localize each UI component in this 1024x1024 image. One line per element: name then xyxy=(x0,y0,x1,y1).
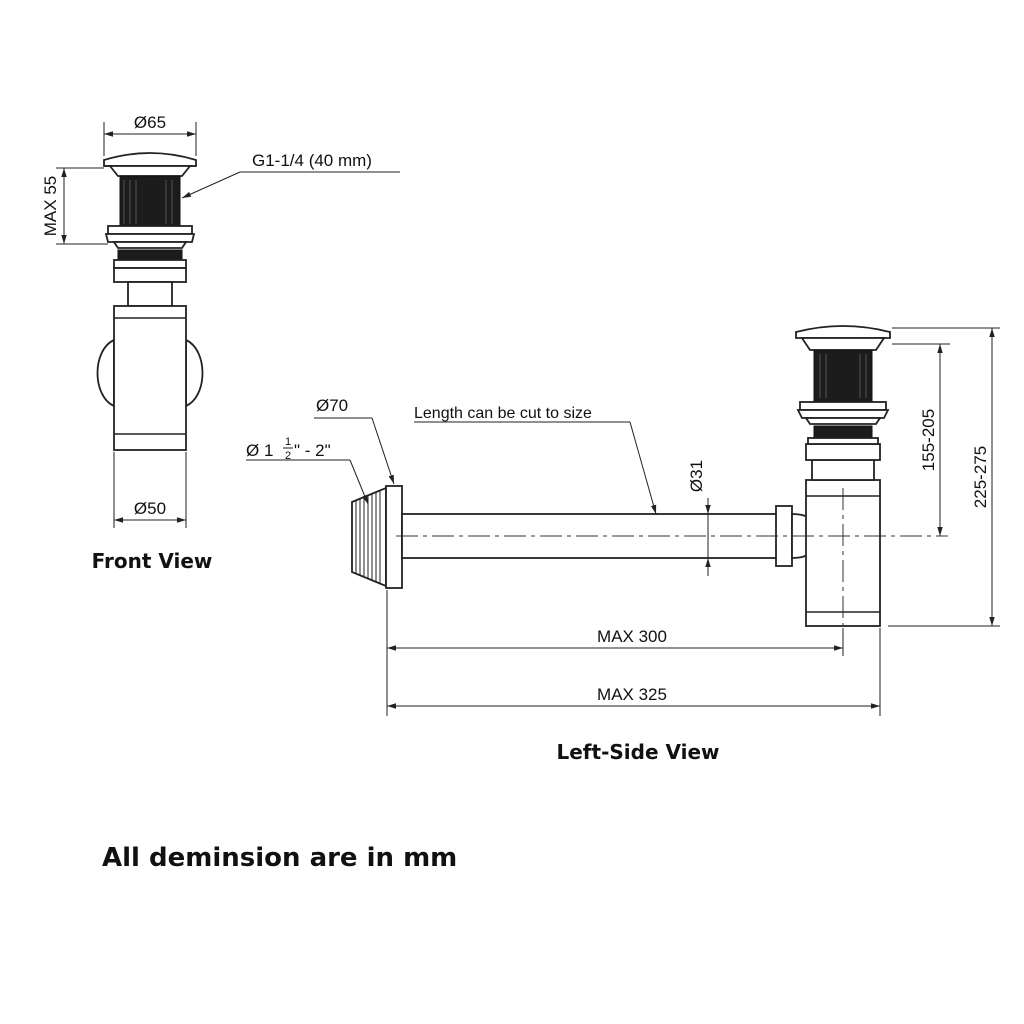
side-view: Ø70 Ø 1 1 2 " - 2" Length can be cut to … xyxy=(246,325,1000,764)
dim-side-connection-prefix: Ø 1 xyxy=(246,441,273,460)
dim-side-height-2: 225-275 xyxy=(888,327,1000,627)
side-popup-waste xyxy=(795,325,891,445)
dim-side-height-1-label: 155-205 xyxy=(919,409,938,471)
dim-side-flange: Ø70 xyxy=(314,396,395,485)
dim-side-max-300: MAX 300 xyxy=(387,627,843,651)
side-view-caption: Left-Side View xyxy=(557,740,720,764)
dim-front-bottom-width: Ø50 xyxy=(113,452,187,528)
dim-side-max-300-label: MAX 300 xyxy=(597,627,667,646)
dim-side-height-2-label: 225-275 xyxy=(971,446,990,508)
dim-side-pipe: Ø31 xyxy=(687,460,711,576)
dim-front-thread-label: G1-1/4 (40 mm) xyxy=(252,151,372,170)
dim-front-height: MAX 55 xyxy=(41,167,108,245)
dim-side-pipe-label: Ø31 xyxy=(687,460,706,492)
dim-side-max-325: MAX 325 xyxy=(387,685,880,709)
units-note: All deminsion are in mm xyxy=(102,843,457,873)
note-cut-to-size-label: Length can be cut to size xyxy=(414,405,592,422)
dim-side-flange-label: Ø70 xyxy=(316,396,348,415)
side-wall-connector xyxy=(351,485,403,589)
dim-side-connection-suffix: " - 2" xyxy=(294,441,331,460)
note-cut-to-size: Length can be cut to size xyxy=(414,405,657,515)
side-pipe xyxy=(401,505,819,567)
dim-side-connection-frac-num: 1 xyxy=(285,436,291,448)
dim-side-height-1: 155-205 xyxy=(892,343,950,536)
dim-front-thread: G1-1/4 (40 mm) xyxy=(181,151,400,199)
front-view-caption: Front View xyxy=(92,549,213,573)
dim-front-height-label: MAX 55 xyxy=(41,176,60,236)
dim-side-max-325-label: MAX 325 xyxy=(597,685,667,704)
dim-side-connection: Ø 1 1 2 " - 2" xyxy=(246,436,369,505)
front-view: Ø65 MAX 55 G1-1/4 (40 mm) Ø50 Front View xyxy=(41,113,400,573)
dim-front-bottom-width-label: Ø50 xyxy=(134,499,166,518)
dim-side-connection-frac-den: 2 xyxy=(285,450,291,462)
front-body xyxy=(96,281,204,451)
front-flange xyxy=(104,225,196,283)
front-cap xyxy=(103,152,197,177)
front-thread xyxy=(119,175,181,227)
dim-front-top-width: Ø65 xyxy=(103,113,197,156)
dim-front-top-width-label: Ø65 xyxy=(134,113,166,132)
